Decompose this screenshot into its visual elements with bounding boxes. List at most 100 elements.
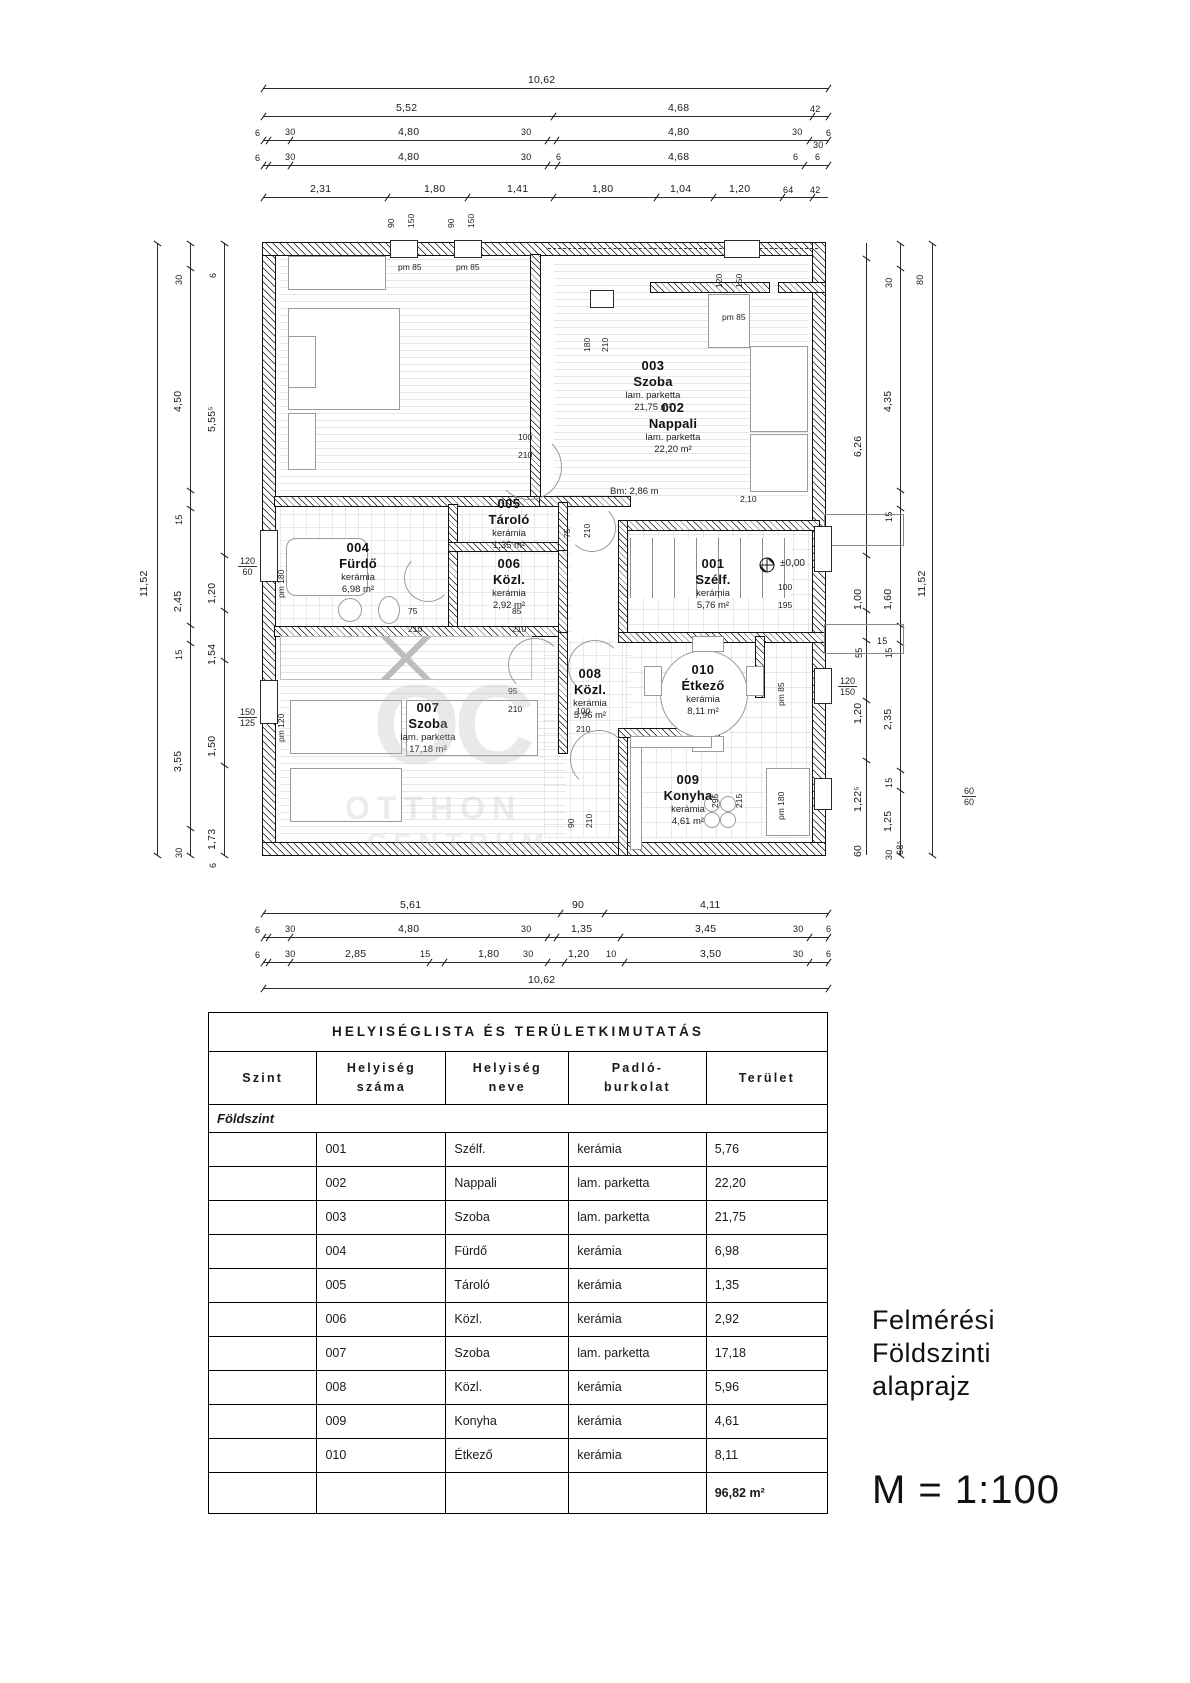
room-floor: kerámia bbox=[573, 698, 607, 710]
window-009-right bbox=[814, 778, 832, 810]
title-line-1: Felmérési bbox=[872, 1305, 996, 1335]
dim-text: 6 bbox=[255, 950, 261, 960]
cell-area: 4,61 bbox=[705, 1403, 829, 1439]
door-swing-009 bbox=[570, 730, 628, 788]
cell-room-number: 010 bbox=[316, 1437, 447, 1473]
opening-tag-95: 95 bbox=[508, 686, 518, 696]
opening-tag-90c: 90 bbox=[566, 818, 576, 828]
room-label-001: 001 Szélf. kerámia 5,76 m² bbox=[658, 556, 768, 612]
dim-line bbox=[263, 88, 828, 89]
dim-tick bbox=[825, 161, 832, 170]
room-number: 009 bbox=[676, 772, 700, 787]
dim-text: 5,52 bbox=[396, 102, 418, 114]
dim-text: 30 bbox=[792, 127, 803, 137]
terrace-step-lower bbox=[824, 624, 904, 654]
dim-line bbox=[866, 243, 867, 855]
cell-floor: lam. parketta bbox=[568, 1199, 707, 1235]
room-number: 007 bbox=[416, 700, 440, 715]
opening-tag-210e: 210 bbox=[512, 624, 527, 634]
dim-text: 2,85 bbox=[345, 948, 367, 960]
dim-text: 4,11 bbox=[700, 899, 721, 911]
terrace-step-upper bbox=[824, 514, 904, 546]
interior-wall-001-left bbox=[618, 520, 628, 642]
room-number: 001 bbox=[701, 556, 725, 571]
parapet-label: pm 85 bbox=[456, 262, 480, 272]
room-label-004: 004 Fürdő kerámia 6,98 m² bbox=[298, 540, 418, 596]
cell-empty bbox=[445, 1471, 570, 1514]
dim-tick bbox=[825, 909, 832, 918]
title-line-2: Földszinti bbox=[872, 1337, 992, 1368]
room-area: 22,20 m² bbox=[654, 443, 692, 455]
window-tag-120-60: 120 60 bbox=[238, 556, 258, 578]
col-header-helyiseg-neve: Helyiség neve bbox=[445, 1051, 570, 1105]
cell-room-name: Nappali bbox=[445, 1165, 570, 1201]
room-number: 010 bbox=[691, 662, 715, 677]
floor-fill-005-006 bbox=[456, 508, 572, 632]
level-row: Földszint bbox=[208, 1103, 828, 1133]
parapet-label: pm 85 bbox=[776, 682, 786, 706]
level-marker-icon bbox=[758, 556, 776, 574]
furniture-counter2-009 bbox=[630, 736, 712, 748]
furniture-sofa2-002 bbox=[750, 434, 808, 492]
dim-line bbox=[263, 913, 828, 914]
title-block: Felmérési Földszinti alaprajz bbox=[872, 1304, 1172, 1403]
dim-text: 1,22⁵ bbox=[852, 786, 864, 812]
dim-text: 60 bbox=[852, 844, 864, 857]
dim-text: 6,26 bbox=[852, 435, 864, 457]
room-name: Fürdő bbox=[339, 556, 377, 572]
parapet-label: pm 180 bbox=[276, 569, 286, 598]
dim-text: 1,50 bbox=[206, 735, 218, 757]
opening-tag-210-terrace: 2,10 bbox=[740, 494, 757, 504]
dim-text: 1,20 bbox=[729, 183, 751, 195]
room-name: Közl. bbox=[573, 682, 607, 698]
window-002-top bbox=[724, 240, 760, 258]
dim-text: 6 bbox=[793, 152, 799, 162]
room-name: Tároló bbox=[488, 512, 530, 528]
wall-recess-top bbox=[650, 282, 770, 293]
room-number: 002 bbox=[661, 400, 685, 415]
dim-line bbox=[263, 988, 828, 989]
cell-room-name: Tároló bbox=[445, 1267, 570, 1303]
floor-plan: 003 Szoba lam. parketta 21,75 m² 002 Nap… bbox=[258, 214, 904, 858]
opening-tag-180: 180 bbox=[582, 337, 592, 352]
table-total-row: 96,82 m² bbox=[207, 1471, 829, 1514]
interior-wall-008-left bbox=[558, 632, 568, 754]
cell-floor: kerámia bbox=[568, 1369, 707, 1405]
furniture-fridge-009 bbox=[766, 768, 810, 836]
dim-text: 6 bbox=[556, 152, 562, 162]
dim-text: 30 bbox=[285, 127, 296, 137]
dim-text: 6 bbox=[255, 128, 261, 138]
cell-area: 21,75 bbox=[705, 1199, 829, 1235]
room-label-007: 007 Szoba lam. parketta 17,18 m² bbox=[358, 700, 498, 756]
window-tag-150-125: 150 125 bbox=[238, 707, 258, 729]
furniture-stair-001 bbox=[630, 538, 790, 598]
opening-tag-210f: 210 bbox=[508, 704, 523, 714]
dim-line bbox=[157, 243, 158, 855]
exterior-wall-right-lower bbox=[812, 632, 826, 856]
room-name: Nappali bbox=[648, 416, 698, 432]
opening-tag-150b: 150 bbox=[466, 213, 476, 228]
dim-text: 4,50 bbox=[172, 390, 184, 412]
cell-szint bbox=[207, 1301, 318, 1337]
cell-total-area: 96,82 m² bbox=[705, 1471, 829, 1514]
cell-room-number: 004 bbox=[316, 1233, 447, 1269]
opening-tag-100c: 100 bbox=[778, 582, 793, 592]
dim-tick bbox=[825, 984, 832, 993]
cell-szint bbox=[207, 1131, 318, 1167]
table-head: HELYISÉGLISTA ÉS TERÜLETKIMUTATÁS Szint … bbox=[207, 1011, 829, 1105]
dim-text: 30 bbox=[285, 924, 296, 934]
dim-text: 30 bbox=[793, 924, 804, 934]
furniture-bed2-007 bbox=[290, 768, 402, 822]
furniture-bed-007 bbox=[290, 700, 402, 754]
dim-text: 1,35 bbox=[571, 923, 593, 935]
cell-floor: kerámia bbox=[568, 1301, 707, 1337]
dim-text: 30 bbox=[174, 274, 184, 285]
room-floor: lam. parketta bbox=[400, 732, 456, 744]
dim-text: 10 bbox=[606, 949, 617, 959]
parapet-label: pm 120 bbox=[276, 713, 286, 742]
opening-tag-150: 150 bbox=[406, 213, 416, 228]
cell-area: 6,98 bbox=[705, 1233, 829, 1269]
